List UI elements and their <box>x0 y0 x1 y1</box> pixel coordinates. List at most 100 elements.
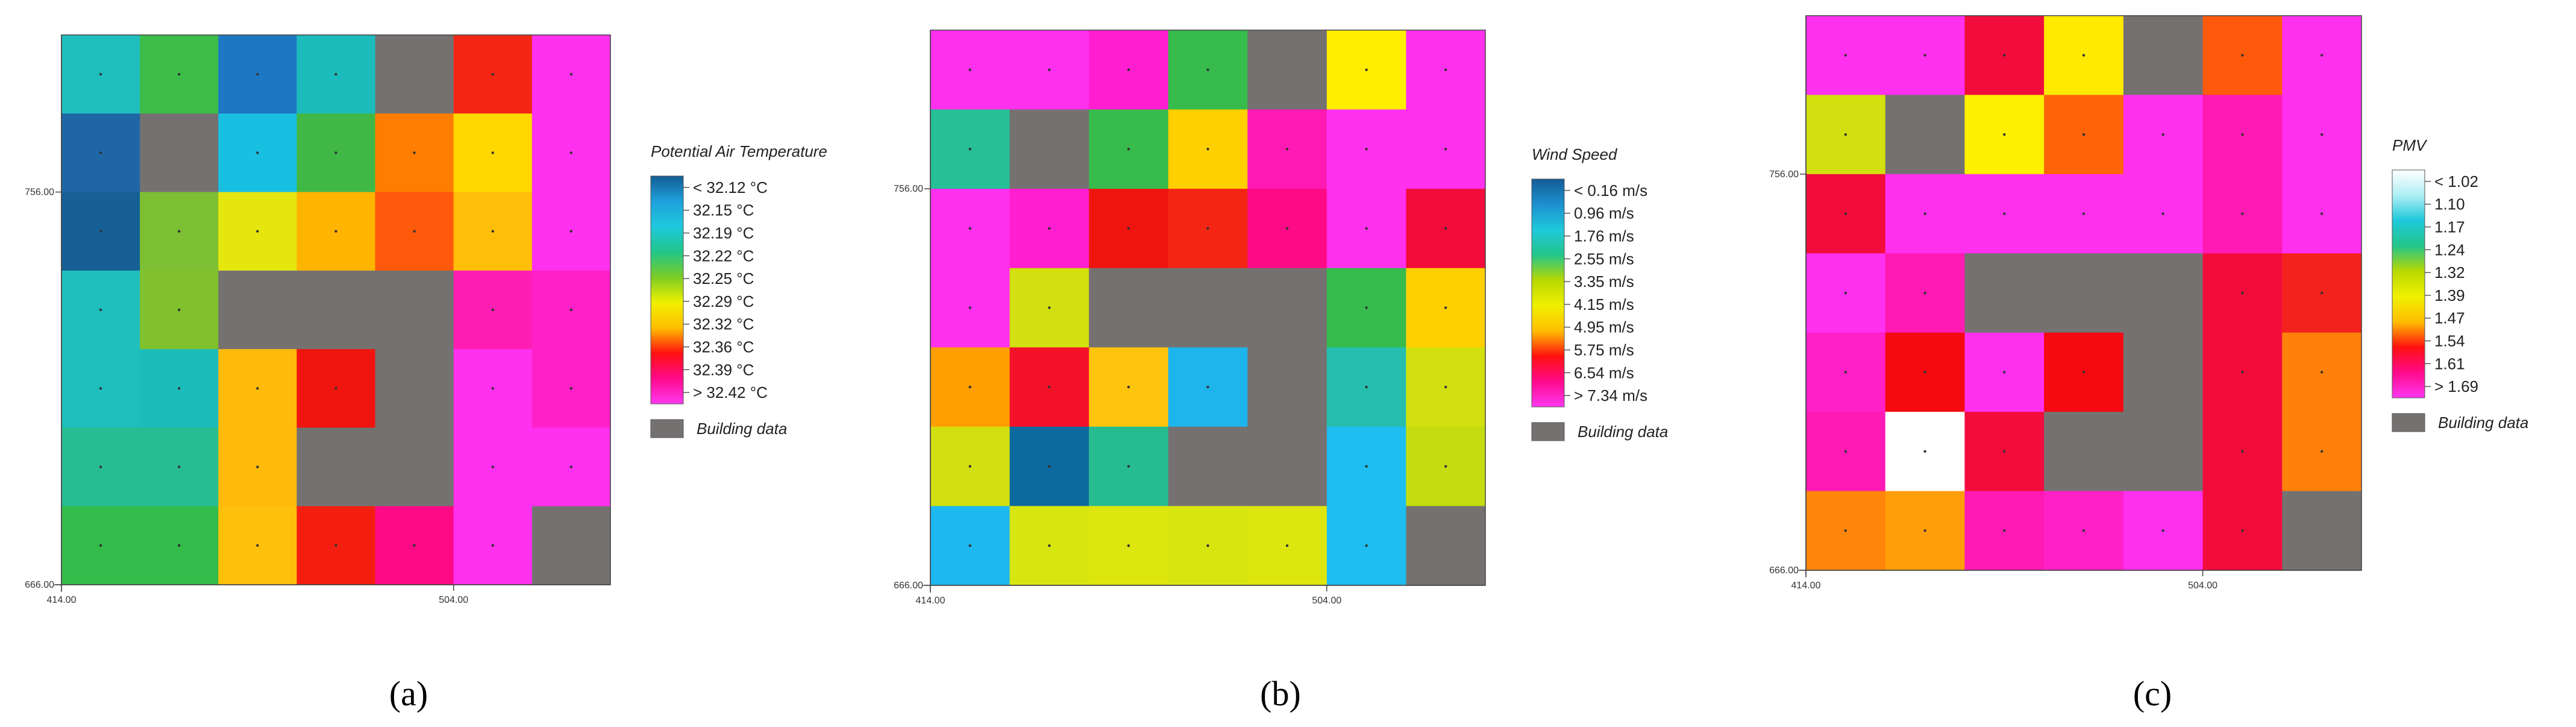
legend-label: > 32.42 °C <box>693 383 768 401</box>
cell-center-dot <box>1844 54 1847 57</box>
cell-center-dot <box>491 230 494 233</box>
cell-center-dot <box>99 465 102 468</box>
cell-center-dot <box>2161 212 2164 215</box>
building-cell <box>1964 253 2045 333</box>
cell-center-dot <box>2241 212 2244 215</box>
building-legend-swatch <box>1531 422 1565 441</box>
cell-center-dot <box>334 230 337 233</box>
cell-center-dot <box>1923 291 1926 295</box>
cell-center-dot <box>1127 385 1130 389</box>
cell-center-dot <box>256 72 259 76</box>
cell-center-dot <box>1444 385 1447 389</box>
cell-center-dot <box>256 151 259 154</box>
cell-center-dot <box>1285 544 1289 547</box>
legend-label: 4.95 m/s <box>1574 318 1634 336</box>
cell-center-dot <box>491 308 494 312</box>
y-tick-label: 756.00 <box>25 187 54 198</box>
cell-center-dot <box>1444 227 1447 230</box>
cell-center-dot <box>1365 227 1368 230</box>
building-cell <box>375 270 454 350</box>
building-cell <box>375 349 454 428</box>
cell-center-dot <box>1844 450 1847 453</box>
cell-center-dot <box>99 230 102 233</box>
building-cell <box>2123 412 2204 492</box>
building-cell <box>1168 426 1248 506</box>
legend-label: 1.10 <box>2434 195 2465 213</box>
cell-center-dot <box>1127 68 1130 71</box>
x-tick-label: 414.00 <box>916 596 945 606</box>
legend-label: 32.15 °C <box>693 201 754 219</box>
cell-center-dot <box>1048 385 1051 389</box>
cell-center-dot <box>1127 465 1130 468</box>
cell-center-dot <box>569 72 573 76</box>
legend: Wind Speed< 0.16 m/s0.96 m/s1.76 m/s2.55… <box>1531 145 1668 441</box>
cell-center-dot <box>178 308 181 312</box>
cell-center-dot <box>2320 450 2324 453</box>
cell-center-dot <box>413 151 416 154</box>
cell-center-dot <box>2003 450 2006 453</box>
building-legend-swatch <box>2392 413 2425 432</box>
cell-center-dot <box>2003 133 2006 136</box>
cell-center-dot <box>1844 371 1847 374</box>
cell-center-dot <box>1285 148 1289 151</box>
building-legend-label: Building data <box>1578 423 1668 441</box>
cell-center-dot <box>569 230 573 233</box>
y-tick-label: 666.00 <box>25 580 54 590</box>
cell-center-dot <box>2082 529 2086 532</box>
legend-label: 1.32 <box>2434 263 2465 282</box>
cell-center-dot <box>413 230 416 233</box>
legend-title: Potential Air Temperature <box>651 142 827 160</box>
cell-center-dot <box>2320 54 2324 57</box>
building-cell <box>375 35 454 114</box>
legend-label: 1.39 <box>2434 286 2465 304</box>
legend-label: 3.35 m/s <box>1574 272 1634 291</box>
cell-center-dot <box>1365 306 1368 309</box>
building-cell <box>2044 412 2124 492</box>
legend-title: PMV <box>2392 136 2428 154</box>
legend-colorbar <box>650 175 684 404</box>
cell-center-dot <box>334 72 337 76</box>
cell-center-dot <box>178 230 181 233</box>
cell-center-dot <box>569 308 573 312</box>
legend-label: 0.96 m/s <box>1574 204 1634 222</box>
cell-center-dot <box>1923 212 1926 215</box>
cell-center-dot <box>1285 227 1289 230</box>
cell-center-dot <box>1206 68 1209 71</box>
cell-center-dot <box>1206 227 1209 230</box>
legend-label: 1.54 <box>2434 332 2465 350</box>
cell-center-dot <box>2003 54 2006 57</box>
cell-center-dot <box>2003 371 2006 374</box>
building-legend-label: Building data <box>2438 414 2528 432</box>
cell-center-dot <box>1923 529 1926 532</box>
cell-center-dot <box>1048 306 1051 309</box>
cell-center-dot <box>1844 529 1847 532</box>
cell-center-dot <box>1444 148 1447 151</box>
cell-center-dot <box>1048 68 1051 71</box>
panel-label: (a) <box>389 674 428 713</box>
legend-label: 1.17 <box>2434 218 2465 236</box>
cell-center-dot <box>2241 291 2244 295</box>
cell-center-dot <box>178 465 181 468</box>
legend-label: 32.25 °C <box>693 269 754 288</box>
cell-center-dot <box>2320 371 2324 374</box>
cell-center-dot <box>491 151 494 154</box>
legend: Potential Air Temperature< 32.12 °C32.15… <box>650 142 827 438</box>
y-tick-label: 666.00 <box>1769 565 1799 576</box>
legend-label: 32.22 °C <box>693 247 754 265</box>
cell-center-dot <box>1444 68 1447 71</box>
building-legend-swatch <box>650 419 684 438</box>
cell-center-dot <box>1365 68 1368 71</box>
cell-center-dot <box>2003 212 2006 215</box>
cell-center-dot <box>1365 148 1368 151</box>
panel-label: (b) <box>1260 674 1301 713</box>
building-cell <box>1009 109 1089 189</box>
cell-center-dot <box>99 151 102 154</box>
cell-center-dot <box>178 387 181 390</box>
panel-label: (c) <box>2133 674 2172 713</box>
legend-label: < 1.02 <box>2434 172 2478 190</box>
legend-label: 32.29 °C <box>693 292 754 310</box>
